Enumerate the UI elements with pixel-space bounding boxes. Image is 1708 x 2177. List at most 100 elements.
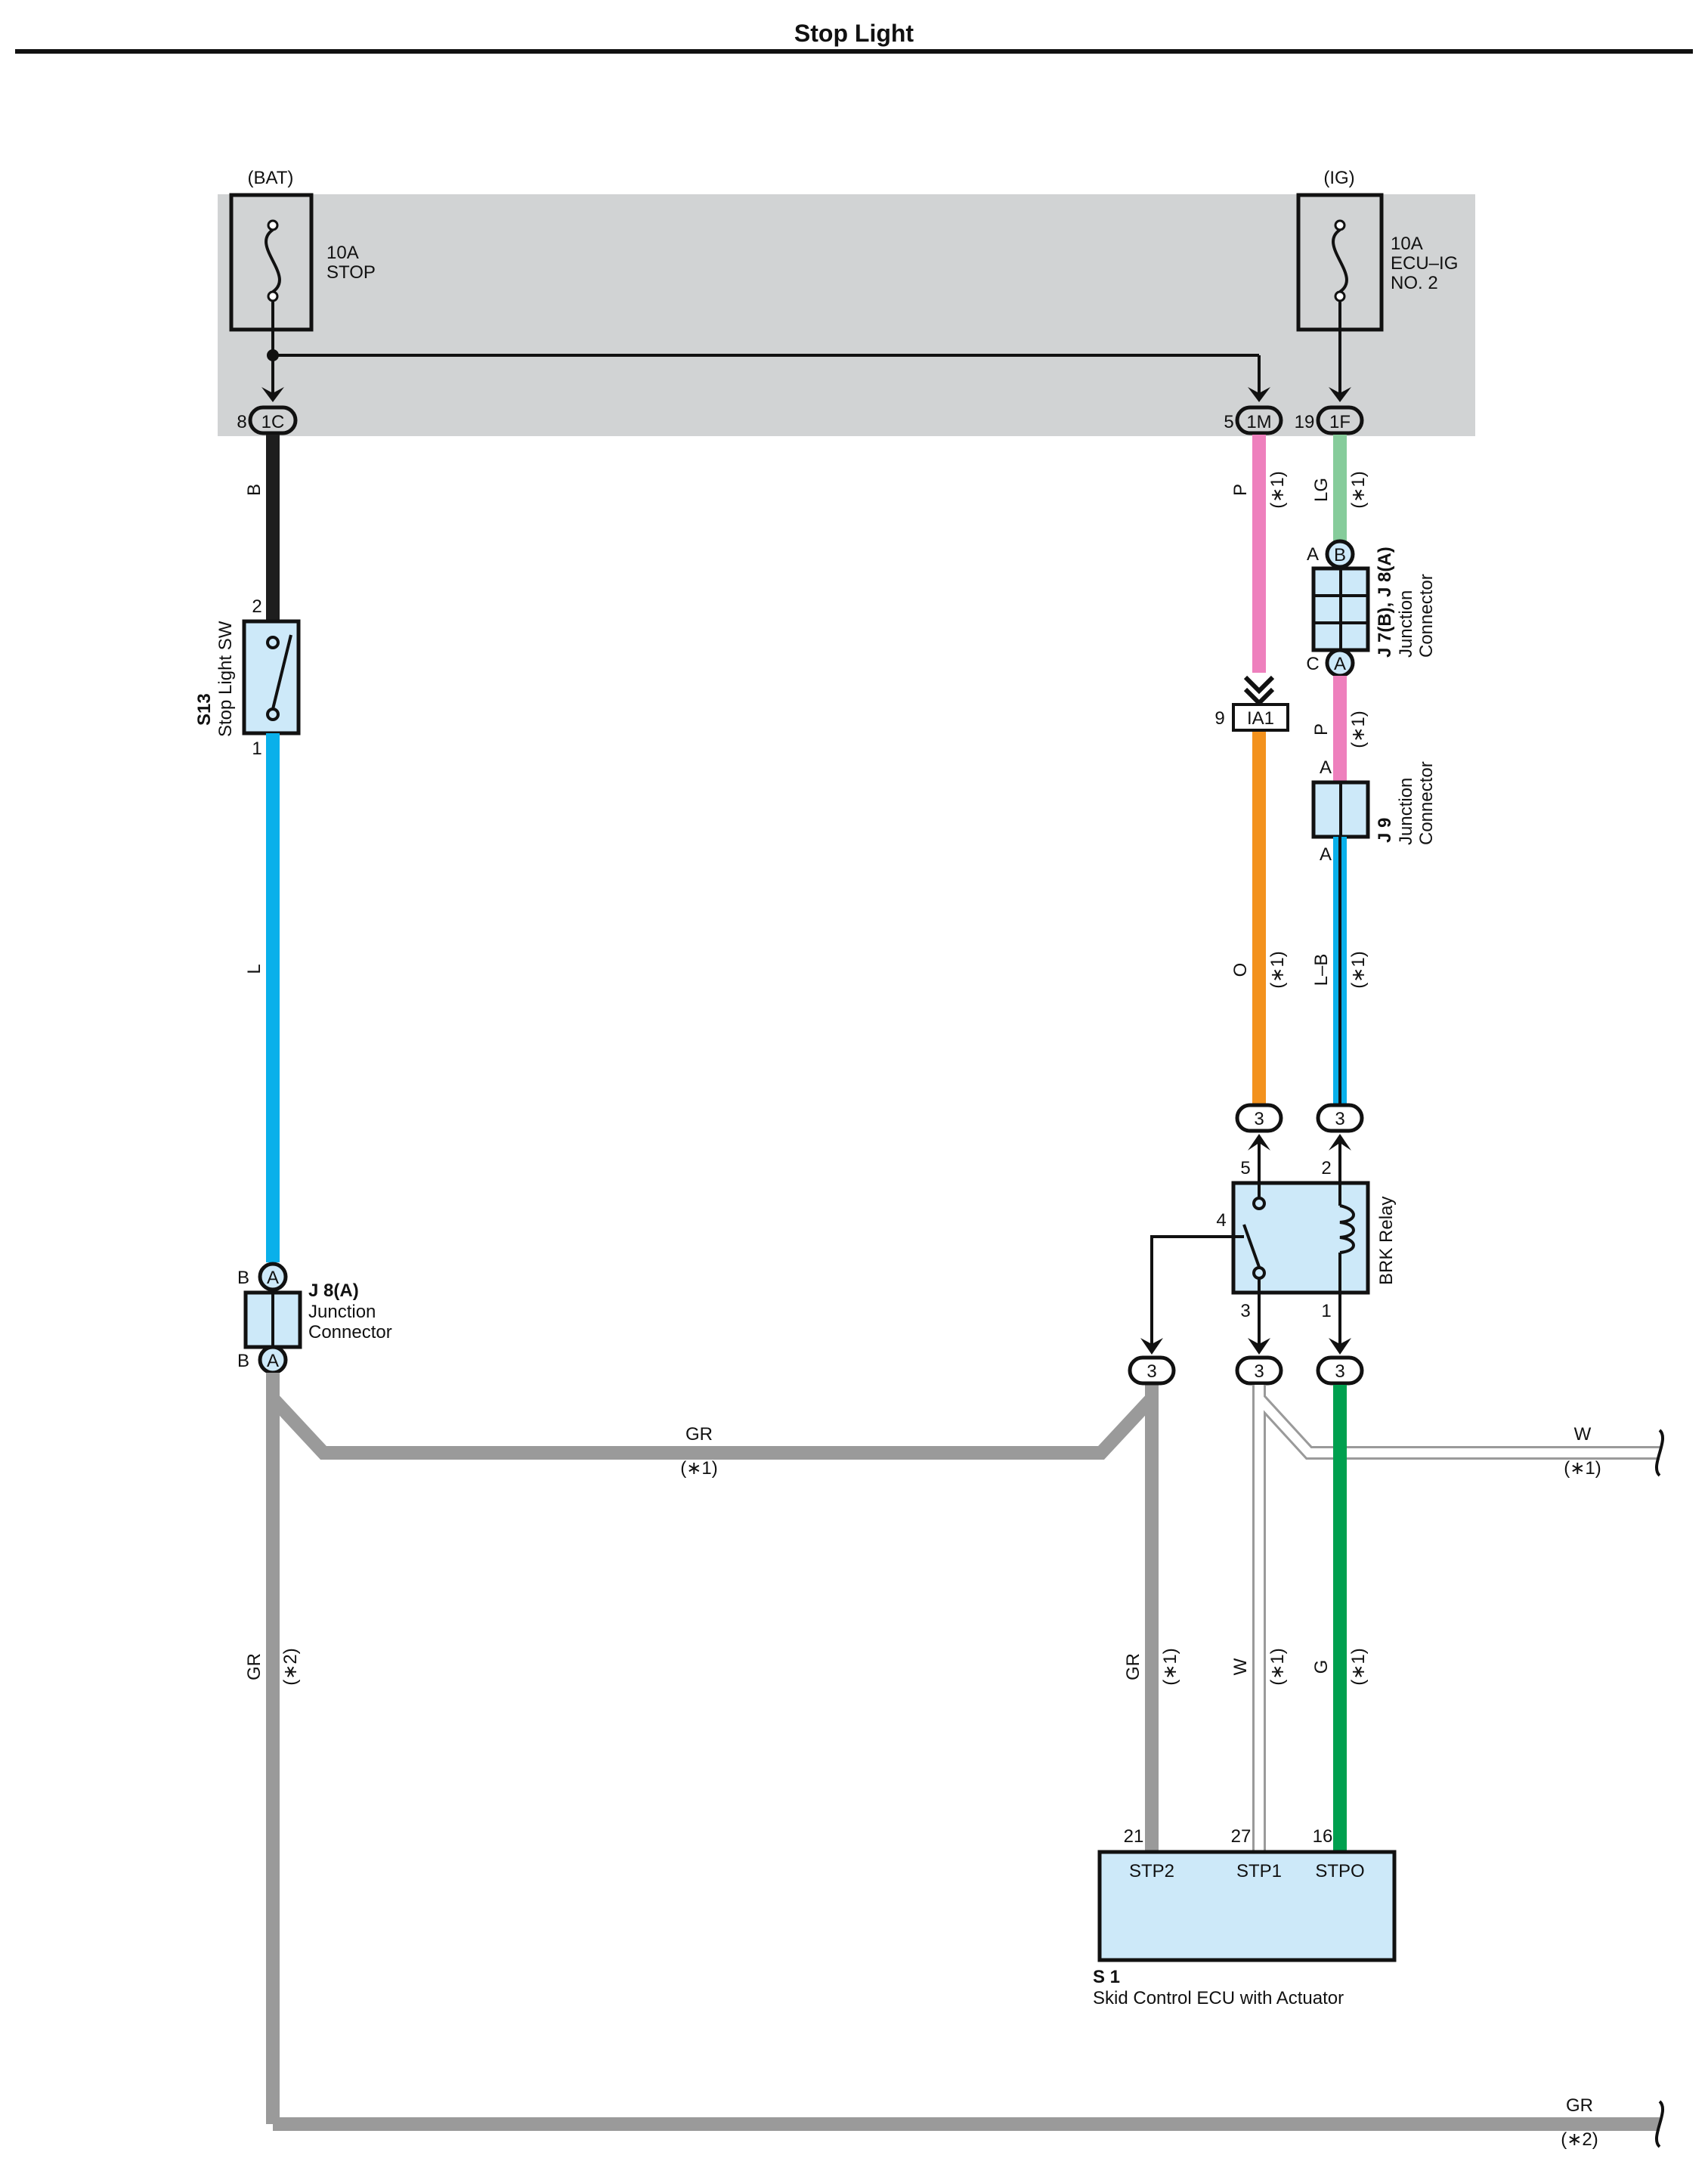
- relay-output-connector-1-id: 3: [1335, 1361, 1344, 1382]
- wire-w: [1252, 1385, 1660, 1858]
- wire-p-mid-note: (∗1): [1348, 711, 1369, 748]
- j9-name-line1: Junction: [1396, 778, 1416, 845]
- ecu-terminal-stpo: STPO: [1315, 1861, 1364, 1881]
- wire-lg-note: (∗1): [1348, 471, 1369, 508]
- relay-output-wiring: [1150, 1235, 1341, 1346]
- j8a-terminal-bot-id: A: [267, 1351, 279, 1371]
- wire-o-note: (∗1): [1267, 951, 1288, 988]
- wire-w-right-break-icon: [1654, 1429, 1665, 1477]
- skid-control-ecu: [1097, 1850, 1397, 1962]
- wire-lb-note: (∗1): [1348, 951, 1369, 988]
- wire-p-top-note: (∗1): [1267, 471, 1288, 508]
- wire-gr-bottom-note: (∗2): [1561, 2129, 1598, 2150]
- j8a-side-bot: B: [237, 1351, 249, 1371]
- relay-output-connector-4: [1128, 1355, 1176, 1386]
- j8a-code: J 8(A): [308, 1280, 359, 1301]
- j8a-terminal-top: [258, 1262, 288, 1292]
- relay-output-connector-4-id: 3: [1146, 1361, 1156, 1382]
- wire-gr-ecu-label: GR: [1123, 1653, 1143, 1680]
- fuse-ig-name-line1: ECU–IG: [1391, 253, 1458, 274]
- j9-name-line2: Connector: [1416, 761, 1437, 845]
- relay-input-connector-5: [1235, 1103, 1283, 1133]
- relay-input-connector-5-id: 3: [1254, 1109, 1264, 1129]
- junction-block-panel: [218, 194, 1475, 436]
- page-title: Stop Light: [794, 20, 914, 47]
- wire-gr-horiz-label: GR: [685, 1424, 713, 1445]
- connector-ia1-id: IA1: [1247, 708, 1274, 729]
- j9-pin-bot: A: [1320, 844, 1332, 865]
- wire-gr-ecu-note: (∗1): [1160, 1648, 1180, 1685]
- wire-b-label: B: [244, 484, 265, 496]
- wire-g-ecu-note: (∗1): [1348, 1648, 1369, 1685]
- ia1-plug-arrow-icon: [1243, 675, 1275, 707]
- wire-g-ecu-label: G: [1311, 1660, 1332, 1674]
- wire-lg-label: LG: [1311, 478, 1332, 502]
- connector-1m-id: 1M: [1246, 412, 1271, 432]
- j9-junction-connector: [1311, 780, 1370, 839]
- stop-light-switch: [242, 619, 301, 735]
- connector-1c-id: 1C: [261, 412, 285, 432]
- wire-w-right-note: (∗1): [1564, 1458, 1601, 1479]
- wire-gr-left-note: (∗2): [280, 1648, 301, 1685]
- fuse-ig-source-label: (IG): [1323, 168, 1354, 188]
- relay-input-connector-2-id: 3: [1335, 1109, 1344, 1129]
- wire-gr-left-label: GR: [244, 1653, 265, 1680]
- relay-output-connector-1: [1316, 1355, 1364, 1386]
- connector-1c-pin: 8: [237, 412, 246, 432]
- wire-w-ecu-note: (∗1): [1267, 1648, 1288, 1685]
- j7j8-code: J 7(B), J 8(A): [1375, 547, 1395, 658]
- wire-lb-label: L–B: [1311, 954, 1332, 986]
- ecu-terminal-stp2: STP2: [1129, 1861, 1174, 1881]
- j7-terminal-top-id: B: [1334, 545, 1346, 565]
- title-rule: [15, 49, 1693, 54]
- wire-o-label: O: [1230, 963, 1251, 977]
- j9-code: J 9: [1375, 818, 1395, 843]
- j9-pin-top: A: [1320, 757, 1332, 778]
- wire-p-mid-label: P: [1311, 723, 1332, 735]
- relay-output-connector-3-id: 3: [1254, 1361, 1264, 1382]
- panel-arrows: [261, 387, 1351, 402]
- wire-gr-bottom-break-icon: [1654, 2100, 1665, 2148]
- s13-name: Stop Light SW: [215, 621, 236, 737]
- relay-input-connector-2: [1316, 1103, 1364, 1133]
- j8a-name-line2: Connector: [308, 1322, 392, 1342]
- connector-ia1: [1232, 703, 1289, 732]
- relay-pin-5: 5: [1240, 1158, 1250, 1178]
- fuse-bat-rating: 10A: [326, 243, 359, 263]
- relay-pin-3: 3: [1240, 1301, 1250, 1321]
- j7-side-bot: C: [1306, 654, 1319, 674]
- relay-pin-1: 1: [1321, 1301, 1331, 1321]
- j8a-junction-connector: [243, 1290, 302, 1349]
- ecu-code: S 1: [1093, 1967, 1120, 1987]
- j7j8-name-line2: Connector: [1416, 574, 1437, 658]
- ecu-pin-stp2: 21: [1124, 1826, 1144, 1847]
- connector-1f: [1316, 405, 1364, 435]
- j8a-terminal-top-id: A: [267, 1268, 279, 1288]
- wire-gr-network: [266, 1373, 1660, 2131]
- fuse-bat-source-label: (BAT): [248, 168, 294, 188]
- relay-output-arrows: [1140, 1338, 1351, 1355]
- ecu-terminal-stp1: STP1: [1236, 1861, 1282, 1881]
- brk-relay-name: BRK Relay: [1376, 1197, 1397, 1285]
- ecu-pin-stpo: 16: [1313, 1826, 1333, 1847]
- ecu-name: Skid Control ECU with Actuator: [1093, 1988, 1344, 2008]
- relay-pin-4: 4: [1216, 1210, 1226, 1231]
- connector-1c: [248, 405, 298, 435]
- j8a-name-line1: Junction: [308, 1302, 376, 1322]
- fuse-bat-name: STOP: [326, 262, 376, 283]
- connector-1m-pin: 5: [1224, 412, 1233, 432]
- fuse-ig-rating: 10A: [1391, 234, 1423, 254]
- j8a-side-top: B: [237, 1268, 249, 1288]
- ia1-pin: 9: [1214, 708, 1224, 729]
- j7-terminal-bot-id: A: [1334, 654, 1346, 674]
- fuse-ig-name-line2: NO. 2: [1391, 273, 1438, 293]
- connector-1f-id: 1F: [1329, 412, 1351, 432]
- wire-p-top-label: P: [1230, 484, 1251, 496]
- brk-relay: [1231, 1181, 1370, 1295]
- connector-1m: [1235, 405, 1283, 435]
- j7b-j8a-junction-connector: [1311, 566, 1370, 652]
- wire-w-ecu-label: W: [1230, 1658, 1251, 1675]
- wire-gr-bottom-label: GR: [1566, 2095, 1593, 2116]
- relay-pin-2: 2: [1321, 1158, 1331, 1178]
